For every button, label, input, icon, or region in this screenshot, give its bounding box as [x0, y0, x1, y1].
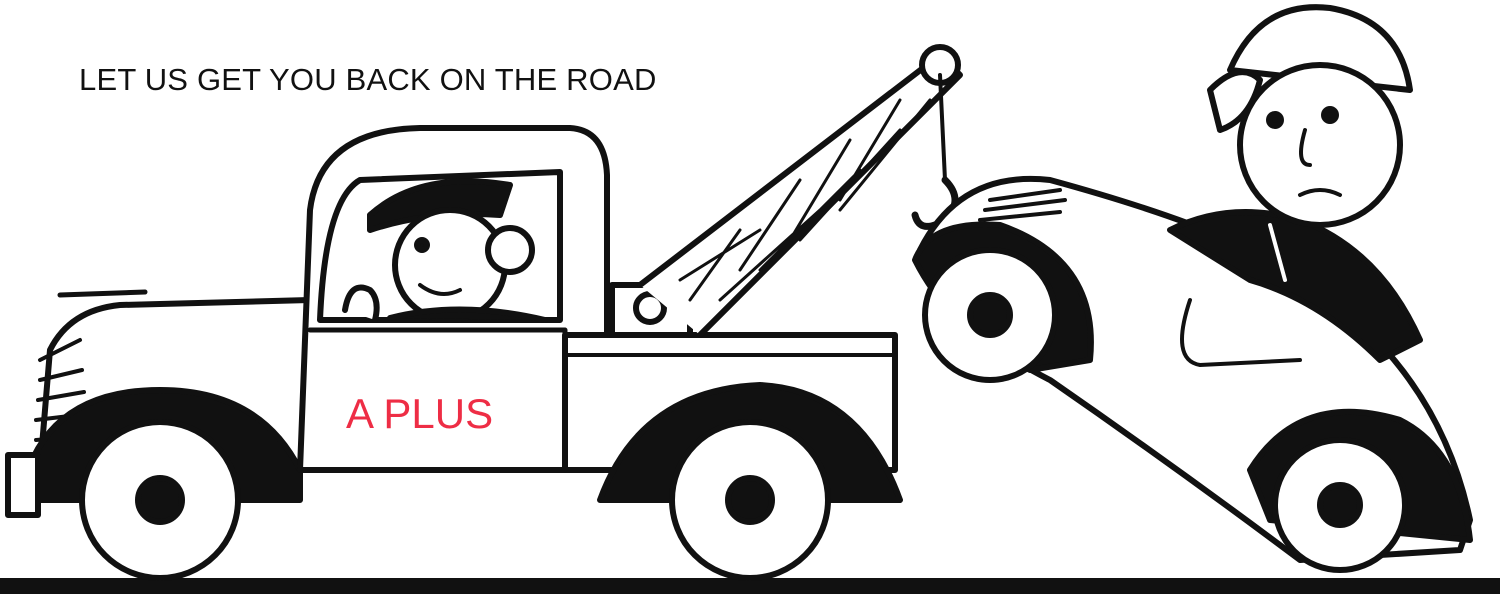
tow-cable: [938, 73, 947, 182]
driver-ear: [485, 225, 535, 275]
truck-grille: [34, 338, 88, 442]
man-tie: [1268, 223, 1287, 282]
car-front-wheel: [922, 247, 1058, 383]
driver: [342, 178, 548, 323]
worried-driver: [1167, 4, 1423, 363]
car-door: [1180, 298, 1302, 367]
man-frown: [1298, 188, 1342, 197]
truck-brand-label: A PLUS: [346, 390, 494, 437]
driver-smile: [418, 283, 462, 296]
towed-car: [912, 175, 1473, 573]
winch-drum: [633, 291, 667, 325]
crane-lattice: [678, 98, 932, 302]
man-eye-left: [1266, 111, 1284, 129]
hood-ornament: [57, 289, 148, 298]
driver-eye: [414, 237, 430, 253]
tagline: LET US GET YOU BACK ON THE ROAD: [79, 62, 657, 97]
crane-boom: [637, 52, 963, 338]
car-grille: [978, 188, 1067, 222]
front-bumper: [5, 452, 41, 518]
man-hand: [1207, 69, 1263, 133]
driver-cap: [367, 178, 513, 233]
driver-hand: [342, 284, 380, 323]
truck-rear-wheel: [669, 419, 831, 581]
man-hat: [1227, 4, 1413, 93]
man-nose: [1299, 128, 1312, 167]
tow-truck: [5, 44, 963, 581]
truck-door: [307, 327, 568, 473]
man-eye-right: [1321, 106, 1339, 124]
car-rear-wheel: [1272, 437, 1408, 573]
road-line: [0, 578, 1500, 594]
man-head: [1237, 62, 1403, 228]
driver-head: [392, 207, 508, 323]
man-body: [1167, 209, 1423, 363]
driver-body: [387, 306, 548, 323]
truck-front-wheel: [79, 419, 241, 581]
